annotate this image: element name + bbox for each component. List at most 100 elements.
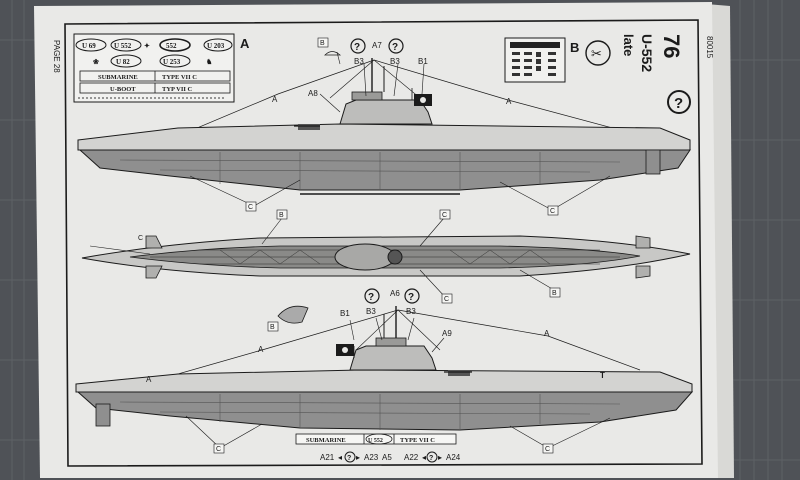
arrow-right-icon: ▸ <box>438 453 442 462</box>
label-c: C <box>545 446 550 453</box>
label-b3: B3 <box>390 57 400 66</box>
label-b1: B1 <box>340 309 350 318</box>
label-b3: B3 <box>354 57 364 66</box>
label-a: A <box>272 95 278 104</box>
decal-oval <box>110 38 142 52</box>
ref-a21: A21 <box>320 453 335 462</box>
bridge-platform <box>351 91 383 101</box>
hull-decal-strip: SUBMARINE U 552 TYPE VII C <box>295 433 457 445</box>
title-question-mark: ? <box>674 95 683 112</box>
rudder <box>645 149 661 175</box>
deck-gun <box>298 124 320 130</box>
decal-oval-label: U 82 <box>116 58 130 66</box>
kit-number: 76 <box>659 34 684 58</box>
label-a: A <box>544 329 550 338</box>
tower-plan <box>334 243 396 271</box>
plan-view <box>81 217 691 299</box>
scissors-glyph: ✂ <box>591 46 602 61</box>
label-question: ? <box>408 292 414 303</box>
decal-oval <box>110 54 142 68</box>
ref-a5: A5 <box>382 453 392 462</box>
title-block: 76 U-552 late ? <box>621 34 691 114</box>
side-view-upper <box>77 51 691 211</box>
rudder <box>95 403 111 427</box>
label-question: ? <box>368 292 374 303</box>
label-c: C <box>442 212 447 219</box>
decal-oval-label: 552 <box>166 42 177 50</box>
label-t: T <box>600 371 605 380</box>
decal-emblem-icon: ❀ <box>93 58 99 66</box>
model-variant: late <box>621 34 636 56</box>
label-b3: B3 <box>366 307 376 316</box>
decal-oval-label: U 69 <box>82 42 96 50</box>
decal-strip-left: SUBMARINE <box>98 74 138 81</box>
plan-view-labels: B C C B C B <box>138 209 561 332</box>
label-a: A <box>258 345 264 354</box>
decal-oval <box>75 38 107 52</box>
decal-oval <box>159 54 191 68</box>
ref-a23: A23 <box>364 453 379 462</box>
question-circle-icon <box>364 288 380 304</box>
side-view-upper-labels: B ? A7 ? B3 B3 B1 A8 A A C C <box>245 37 559 216</box>
label-a8: A8 <box>308 89 318 98</box>
label-question: ? <box>354 42 360 53</box>
arrow-left-icon: ◂ <box>338 453 342 462</box>
decal-sheet-border <box>73 33 235 103</box>
label-b3: B3 <box>406 307 416 316</box>
stern-plane <box>635 265 651 279</box>
decal-strip-left: U-BOOT <box>110 86 136 93</box>
label-question: ? <box>392 42 398 53</box>
decal-oval-label: U 552 <box>114 42 132 50</box>
decal-oval <box>159 38 191 52</box>
label-a9: A9 <box>442 329 452 338</box>
bow-plane <box>145 265 163 279</box>
ref-a24: A24 <box>446 453 461 462</box>
decal-oval <box>203 38 233 52</box>
page-frame <box>64 19 703 467</box>
label-c: C <box>550 208 555 215</box>
bridge-hatch <box>387 249 403 265</box>
side-view-lower-labels: ? A6 ? B1 B3 B3 A9 A A A T C C <box>146 288 605 454</box>
section-label-b: B <box>570 40 579 55</box>
side-view-lower <box>75 306 694 449</box>
decal-emblem-icon: ♞ <box>206 58 212 66</box>
label-c: C <box>138 235 143 242</box>
bridge-platform <box>375 337 407 347</box>
label-a7: A7 <box>372 41 382 50</box>
hull-decal-middle: U 552 <box>368 438 383 444</box>
ref-a22: A22 <box>404 453 419 462</box>
hull-decal-right: TYPE VII C <box>400 437 435 444</box>
label-a: A <box>506 97 512 106</box>
decal-b-row <box>510 42 560 48</box>
decal-oval-label: U 203 <box>207 42 225 50</box>
label-b1: B1 <box>418 57 428 66</box>
decal-sheet-b <box>504 37 566 83</box>
decal-oval-label: U 253 <box>163 58 181 66</box>
label-c: C <box>216 446 221 453</box>
label-b: B <box>320 40 325 47</box>
ref-question: ? <box>347 455 351 462</box>
pennant-detail <box>324 51 342 56</box>
scissors-icon <box>585 40 611 66</box>
label-c: C <box>444 296 449 303</box>
sheet-code: 80015 <box>705 36 714 59</box>
decal-emblem-icon: ✦ <box>144 42 150 50</box>
stern-plane <box>635 235 651 249</box>
label-c: C <box>248 204 253 211</box>
question-circle-icon <box>667 90 691 114</box>
question-circle-icon <box>404 288 420 304</box>
decal-strip-right: TYP VII C <box>162 86 193 93</box>
decal-sheet-a: U 69 U 552 ✦ 552 U 203 U 82 U 253 ❀ ♞ SU… <box>73 33 235 103</box>
ref-question: ? <box>429 455 433 462</box>
question-circle-icon <box>350 38 366 54</box>
model-name: U-552 <box>639 34 655 72</box>
label-b: B <box>270 324 275 331</box>
decal-strip-right: TYPE VII C <box>162 74 197 81</box>
arrow-right-icon: ▸ <box>356 453 360 462</box>
label-b: B <box>552 290 557 297</box>
label-a6: A6 <box>390 289 400 298</box>
question-circle-icon <box>388 38 404 54</box>
part-references: A21 ◂ ? ▸ A23 A5 A22 ◂ ? ▸ A24 <box>320 451 461 463</box>
